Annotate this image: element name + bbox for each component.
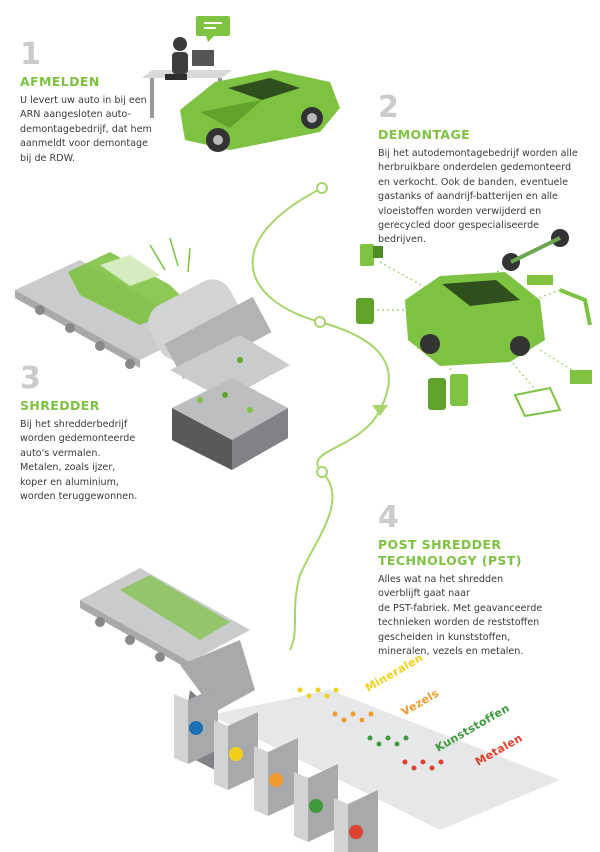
step-title: SHREDDER — [20, 398, 100, 413]
step-title: POST SHREDDER TECHNOLOGY (PST) — [378, 537, 522, 568]
material-particle — [332, 711, 338, 717]
car-illustration — [180, 70, 340, 152]
material-particle — [376, 741, 382, 747]
step-number: 1 — [20, 37, 41, 72]
office-desk-illustration — [142, 16, 232, 118]
pst-sorting-illustration — [80, 568, 560, 852]
step-description: U levert uw auto in bij een ARN aangeslo… — [20, 95, 152, 164]
step-title: AFMELDEN — [20, 74, 100, 89]
output-label-vezels: Vezels — [399, 687, 441, 719]
output-bin — [214, 712, 258, 790]
material-particle — [429, 765, 435, 771]
step-number: 3 — [20, 361, 41, 396]
step-description: Bij het autodemontagebedrijf worden alle… — [378, 148, 578, 246]
step-number: 2 — [378, 90, 399, 125]
step-title: DEMONTAGE — [378, 127, 471, 142]
output-bin — [334, 790, 378, 852]
material-particle — [403, 735, 409, 741]
material-particle — [341, 717, 347, 723]
step-description: Bij het shredderbedrijf worden gedemonte… — [20, 419, 138, 503]
material-particle — [324, 693, 330, 699]
material-particle — [402, 759, 408, 765]
step-demontage: 2 DEMONTAGE Bij het autodemontagebedrijf… — [378, 93, 593, 248]
material-particle — [333, 687, 339, 693]
material-particle — [368, 711, 374, 717]
path-node — [316, 182, 328, 194]
step-pst: 4 POST SHREDDER TECHNOLOGY (PST) Alles w… — [378, 503, 590, 659]
output-bins — [174, 686, 378, 852]
path-arrow — [372, 405, 388, 416]
step-description: Alles wat na het shredden overblijft gaa… — [378, 574, 543, 658]
material-particle — [306, 693, 312, 699]
hopper-bin — [174, 686, 218, 764]
material-particle — [297, 687, 303, 693]
step-shredder: 3 SHREDDER Bij het shredderbedrijf worde… — [20, 364, 170, 504]
material-particle — [385, 735, 391, 741]
material-particle — [420, 759, 426, 765]
material-particle — [367, 735, 373, 741]
material-particle — [411, 765, 417, 771]
path-node — [316, 466, 328, 478]
shredder-illustration — [15, 237, 290, 470]
path-node — [314, 316, 326, 328]
step-afmelden: 1 AFMELDEN U levert uw auto in bij een A… — [20, 40, 170, 166]
material-particle — [350, 711, 356, 717]
material-particle — [315, 687, 321, 693]
material-particle — [438, 759, 444, 765]
step-number: 4 — [378, 500, 399, 535]
material-particle — [359, 717, 365, 723]
material-particle — [394, 741, 400, 747]
output-bin — [254, 738, 298, 816]
flow-path — [251, 187, 390, 651]
output-bin — [294, 764, 338, 842]
